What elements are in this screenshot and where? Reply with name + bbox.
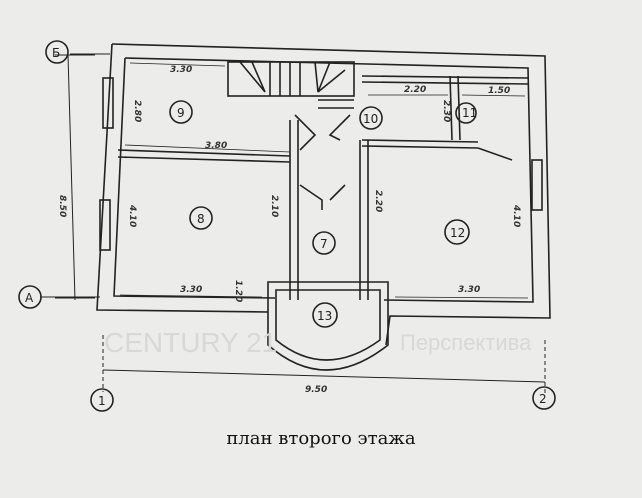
window [102,77,114,129]
outer-wall [111,43,551,346]
axis-marker [90,388,114,412]
dimension: 2.20 [373,190,383,212]
wall [117,149,291,163]
axis-marker [532,386,556,410]
balcony [267,281,389,371]
room-number: 11 [462,106,477,120]
overall-width: 9.50 [305,385,327,395]
room-number: 9 [177,106,185,120]
room-number: 8 [197,212,205,226]
overall-height: 8.50 [57,195,67,217]
window [99,199,111,251]
dimension: 4.10 [511,204,521,227]
wall [361,75,529,85]
room-number: 7 [320,237,328,251]
dimension: 2.10 [269,195,279,217]
wall [359,140,369,300]
door-swing [477,147,513,161]
axis-marker [45,40,69,64]
dimension: 3.80 [205,141,227,151]
axis-label-b: Б [52,46,60,60]
axis-label-a: А [25,291,34,305]
wall [289,120,299,300]
watermark: CENTURY 21 [104,327,277,358]
axis-marker [18,285,42,309]
outer-wall [96,43,269,313]
plan-caption: план второго этажа [226,428,416,449]
axis-label-1: 1 [98,394,106,408]
dimension: 2.80 [132,100,142,122]
inner-wall [124,57,534,303]
dimension: 3.30 [458,285,480,295]
wall [361,139,479,149]
dim-line [102,369,546,383]
inner-wall [113,57,276,299]
room-number: 10 [363,112,378,126]
dimension: 4.10 [127,204,137,227]
watermark: Перспектива [400,330,532,355]
room-number: 12 [450,226,465,240]
dimension: 2.20 [404,85,426,95]
dimension: 3.30 [170,65,192,75]
dimension: 1.50 [488,86,510,96]
wall [449,75,461,141]
dimension: 2.30 [441,100,451,122]
door-swing [294,114,351,210]
window [531,159,543,211]
dimension: 1.20 [233,280,243,302]
room-number: 13 [317,309,332,323]
axis-label-2: 2 [539,392,547,406]
stairs [227,61,355,97]
dimension: 3.30 [180,285,202,295]
dim-line [55,54,95,301]
